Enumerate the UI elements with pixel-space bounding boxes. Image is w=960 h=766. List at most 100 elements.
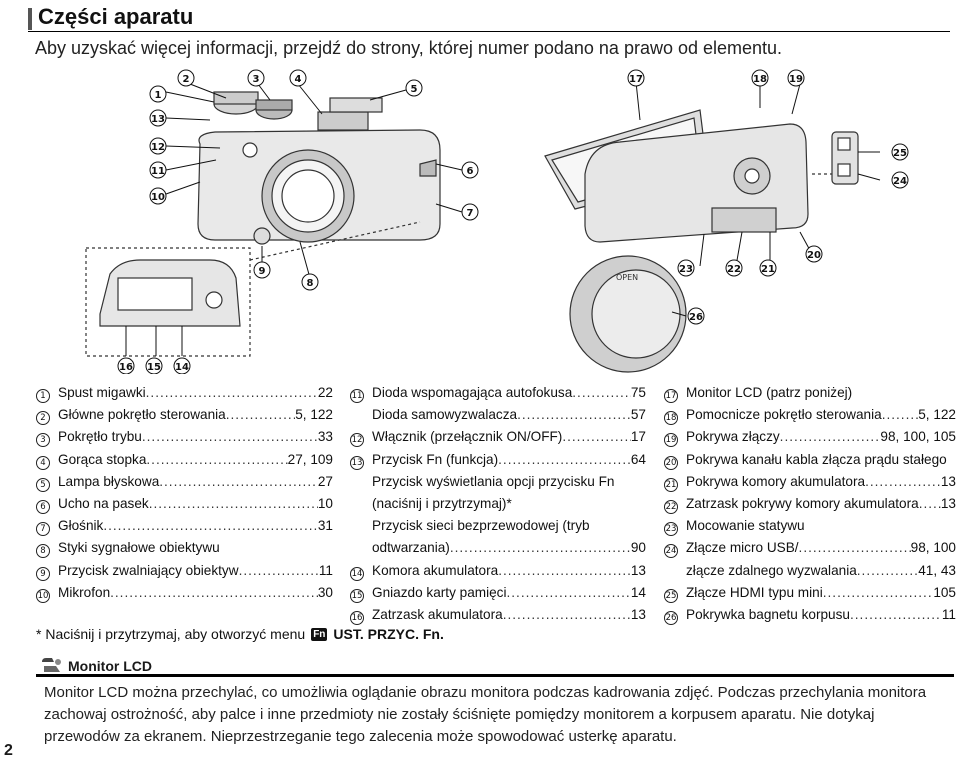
page-reference: 11 [318,562,333,578]
footnote-menu-name: UST. PRZYC. Fn. [333,626,444,642]
svg-text:20: 20 [807,250,821,261]
part-label: Włącznik (przełącznik ON/OFF) [372,429,563,445]
part-label: Pokrywa komory akumulatora [686,473,866,489]
leader-dots [149,493,318,515]
page-title: Części aparatu [38,4,194,29]
leader-dots [450,537,631,559]
part-label: Gniazdo karty pamięci [372,584,507,600]
part-number-badge: 7 [36,522,50,537]
svg-text:19: 19 [789,74,803,85]
part-label: Spust migawki [58,385,146,400]
part-label: Zatrzask akumulatora [372,607,503,623]
callout-6: 6 [461,161,479,179]
callout-3: 3 [247,69,265,87]
part-label: Komora akumulatora [372,562,499,578]
part-number-badge: 22 [664,500,678,515]
part-label: Przycisk sieci bezprzewodowej (tryb [372,518,590,534]
svg-text:7: 7 [467,208,474,219]
callout-12: 12 [149,137,167,155]
page-reference: 105 [933,584,956,600]
leader-dots [857,560,918,582]
callout-11: 11 [149,161,167,179]
svg-text:11: 11 [151,166,165,177]
callout-16: 16 [117,357,135,374]
svg-text:6: 6 [467,166,474,177]
fn-button-icon: Fn [311,627,328,641]
part-label: złącze zdalnego wyzwalania [686,562,857,578]
part-label: Złącze HDMI typu mini [686,584,823,600]
svg-text:2: 2 [183,74,190,85]
callout-19: 19 [787,69,805,87]
leader-dots [239,560,319,582]
part-number-badge: 15 [350,588,364,603]
part-number-badge: 13 [350,455,364,470]
callout-5: 5 [405,79,423,97]
page-subtitle: Aby uzyskać więcej informacji, przejdź d… [35,38,783,58]
part-label: Ucho na pasek [58,496,149,512]
part-number-badge: 9 [36,566,50,581]
battery-chamber-inset [85,247,251,357]
callout-21: 21 [759,259,777,277]
page-reference: 14 [630,584,646,600]
leader-dots [226,404,295,426]
page-reference: 13 [630,607,646,623]
parts-list-item: 15 Gniazdo karty pamięci 14 [350,582,646,604]
leader-dots [572,382,631,404]
part-label: Zatrzask pokrywy komory akumulatora [686,496,919,512]
leader-dots [159,471,318,493]
part-label: Monitor LCD (patrz poniżej) [686,385,853,400]
part-number-badge: 23 [664,522,678,537]
svg-text:17: 17 [629,74,643,85]
parts-list-item: Przycisk wyświetlania opcji przycisku Fn [350,471,646,493]
part-label: odtwarzania) [372,540,450,556]
part-label: Mikrofon [58,584,111,600]
parts-list-item: 20 Pokrywa kanału kabla złącza prądu stał… [664,449,956,471]
leader-dots [780,426,881,448]
leader-dots [799,537,911,559]
callout-2: 2 [177,69,195,87]
svg-text:3: 3 [253,74,260,85]
svg-text:22: 22 [727,264,741,275]
page-reference: 64 [630,451,646,467]
callout-1: 1 [149,85,167,103]
leader-dots [506,582,630,604]
callout-4: 4 [289,69,307,87]
note-divider [36,674,954,677]
part-label: Pokrywa kanału kabla złącza prądu stałeg… [686,451,947,467]
page-reference: 10 [317,496,333,512]
callout-15: 15 [145,357,163,374]
title-marker [28,8,32,30]
part-label: Główne pokrętło sterowania [58,407,226,423]
callout-25: 25 [891,143,909,161]
part-number-badge: 3 [36,433,50,448]
part-label: (naciśnij i przytrzymaj)* [372,496,512,512]
camera-front-illustration [197,91,441,245]
parts-list-item: 10Mikrofon30 [36,582,333,604]
footnote-text: * Naciśnij i przytrzymaj, aby otworzyć m… [36,626,306,642]
parts-list-item: (naciśnij i przytrzymaj)* [350,493,646,515]
part-label: Mocowanie statywu [686,518,805,534]
callout-7: 7 [461,203,479,221]
callout-13: 13 [149,109,167,127]
callout-9: 9 [253,261,271,279]
page-reference: 13 [630,562,646,578]
page-number: 2 [4,742,13,759]
part-number-badge: 19 [664,433,678,448]
part-number-badge: 20 [664,455,678,470]
monitor-lcd-note: Monitor LCD Monitor LCD można przechylać… [36,656,954,746]
